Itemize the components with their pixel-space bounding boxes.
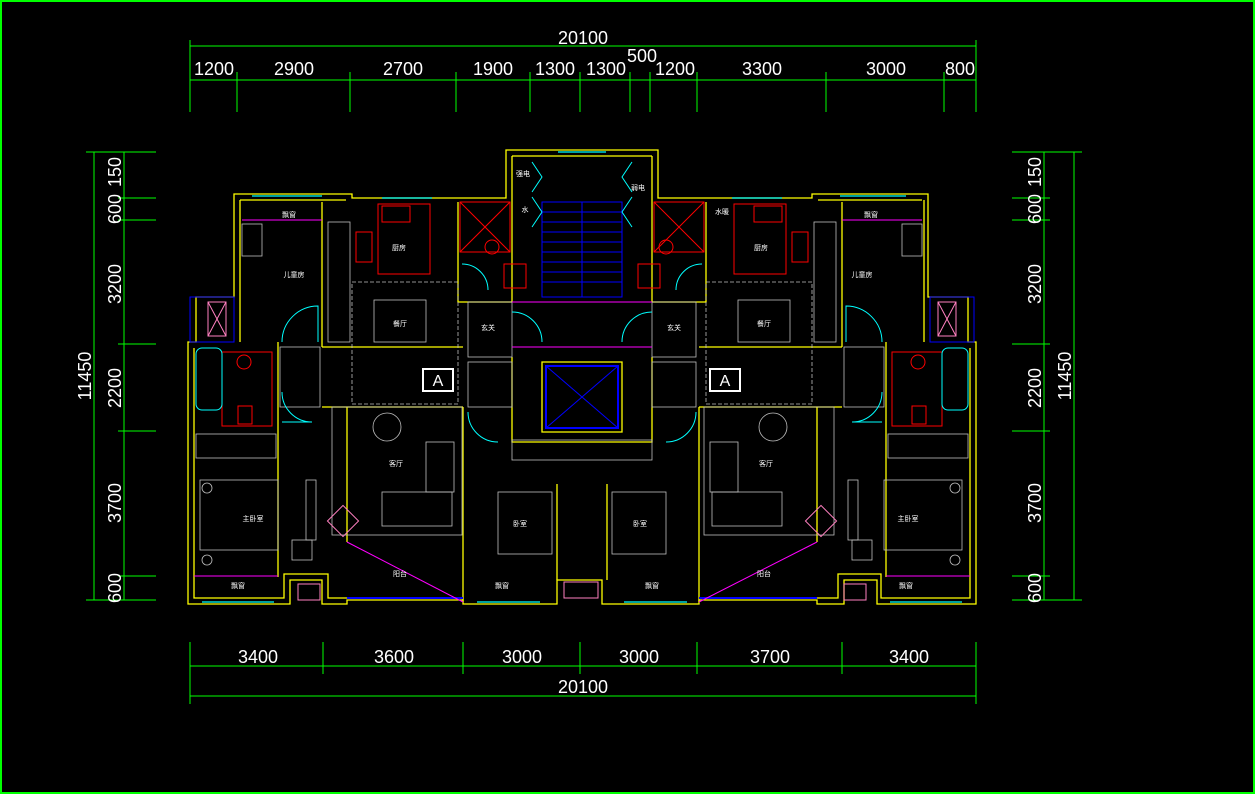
right-dimension-chain <box>1012 151 1082 601</box>
room-label-baywindow-bottom-2: 飘窗 <box>495 581 509 590</box>
bottom-dim-4: 3000 <box>619 647 659 667</box>
top-dim-8: 3300 <box>742 59 782 79</box>
room-label-balcony-left: 阳台 <box>393 569 407 578</box>
top-dim-7: 1200 <box>655 59 695 79</box>
room-label-baywindow-bottom-3: 飘窗 <box>645 581 659 590</box>
room-label-child-left: 儿童房 <box>284 270 305 279</box>
top-dimension-chain <box>189 40 977 112</box>
furniture <box>195 221 969 566</box>
bottom-dim-3: 3000 <box>502 647 542 667</box>
bottom-dim-2: 3600 <box>374 647 414 667</box>
stairwell <box>189 201 975 429</box>
room-label-electric: 强电 <box>516 169 530 178</box>
room-label-bedroom-right: 卧室 <box>633 519 647 528</box>
top-dim-5: 1300 <box>535 59 575 79</box>
bottom-total-dim: 20100 <box>558 677 608 697</box>
section-tag-left: A <box>433 373 444 390</box>
door-swings <box>281 161 883 443</box>
right-total-dim: 11450 <box>1055 352 1075 401</box>
room-label-kitchen-left: 厨房 <box>392 243 406 252</box>
room-label-dining-right: 餐厅 <box>757 319 771 328</box>
balcony-lines <box>194 219 970 603</box>
sanitary-fixtures <box>221 201 943 427</box>
bottom-dim-6: 3400 <box>889 647 929 667</box>
room-label-dining-left: 餐厅 <box>393 319 407 328</box>
ventilation-shafts <box>207 301 957 601</box>
windows <box>202 151 962 603</box>
top-dim-9: 3000 <box>866 59 906 79</box>
left-dim-5: 600 <box>105 194 125 224</box>
room-label-baywindow-bottom-1: 飘窗 <box>231 581 245 590</box>
room-label-balcony-right: 阳台 <box>757 569 771 578</box>
room-label-foyer-right: 玄关 <box>667 323 681 332</box>
top-dim-2: 2900 <box>274 59 314 79</box>
room-label-baywindow-bottom-4: 飘窗 <box>899 581 913 590</box>
bottom-dimension-chain <box>189 642 977 704</box>
right-dim-3: 2200 <box>1025 368 1045 408</box>
room-label-foyer-left: 玄关 <box>481 323 495 332</box>
left-dim-2: 3700 <box>105 483 125 523</box>
left-dim-6: 150 <box>105 157 125 187</box>
bottom-dim-1: 3400 <box>238 647 278 667</box>
right-dim-1: 600 <box>1025 573 1045 603</box>
left-dim-4: 3200 <box>105 264 125 304</box>
top-dim-10: 800 <box>945 59 975 79</box>
left-dim-1: 600 <box>105 573 125 603</box>
section-tag-right: A <box>720 373 731 390</box>
section-tag-left-box <box>422 368 454 392</box>
room-label-master-right: 主卧室 <box>898 514 919 523</box>
bathtubs <box>195 347 969 411</box>
left-dim-3: 2200 <box>105 368 125 408</box>
room-label-weak-electric: 弱电 <box>631 183 645 192</box>
top-dim-6: 1300 <box>586 59 626 79</box>
room-label-water-heater: 水暖 <box>715 207 729 216</box>
top-dim-3: 2700 <box>383 59 423 79</box>
right-dim-6: 150 <box>1025 157 1045 187</box>
top-extra-dim: 500 <box>627 46 657 66</box>
top-dim-1: 1200 <box>194 59 234 79</box>
interior-lines <box>279 281 885 536</box>
room-label-living-left: 客厅 <box>389 459 403 468</box>
room-labels: 厨房 厨房 餐厅 餐厅 客厅 客厅 主卧室 主卧室 儿童房 儿童房 卧室 卧室 … <box>231 169 919 590</box>
room-label-water: 水 <box>522 205 529 214</box>
room-label-bedroom-left: 卧室 <box>513 519 527 528</box>
room-label-baywindow-top-left: 飘窗 <box>282 210 296 219</box>
room-label-baywindow-top-right: 飘窗 <box>864 210 878 219</box>
top-total-dim: 20100 <box>558 28 608 48</box>
room-label-child-right: 儿童房 <box>852 270 873 279</box>
room-label-master-left: 主卧室 <box>243 514 264 523</box>
left-total-dim: 11450 <box>75 352 95 401</box>
bottom-dim-5: 3700 <box>750 647 790 667</box>
right-dim-5: 600 <box>1025 194 1045 224</box>
room-label-living-right: 客厅 <box>759 459 773 468</box>
right-dim-2: 3700 <box>1025 483 1045 523</box>
right-dim-4: 3200 <box>1025 264 1045 304</box>
left-dimension-chain <box>86 151 156 601</box>
top-dim-4: 1900 <box>473 59 513 79</box>
section-tag-right-box <box>709 368 741 392</box>
room-label-kitchen-right: 厨房 <box>754 243 768 252</box>
